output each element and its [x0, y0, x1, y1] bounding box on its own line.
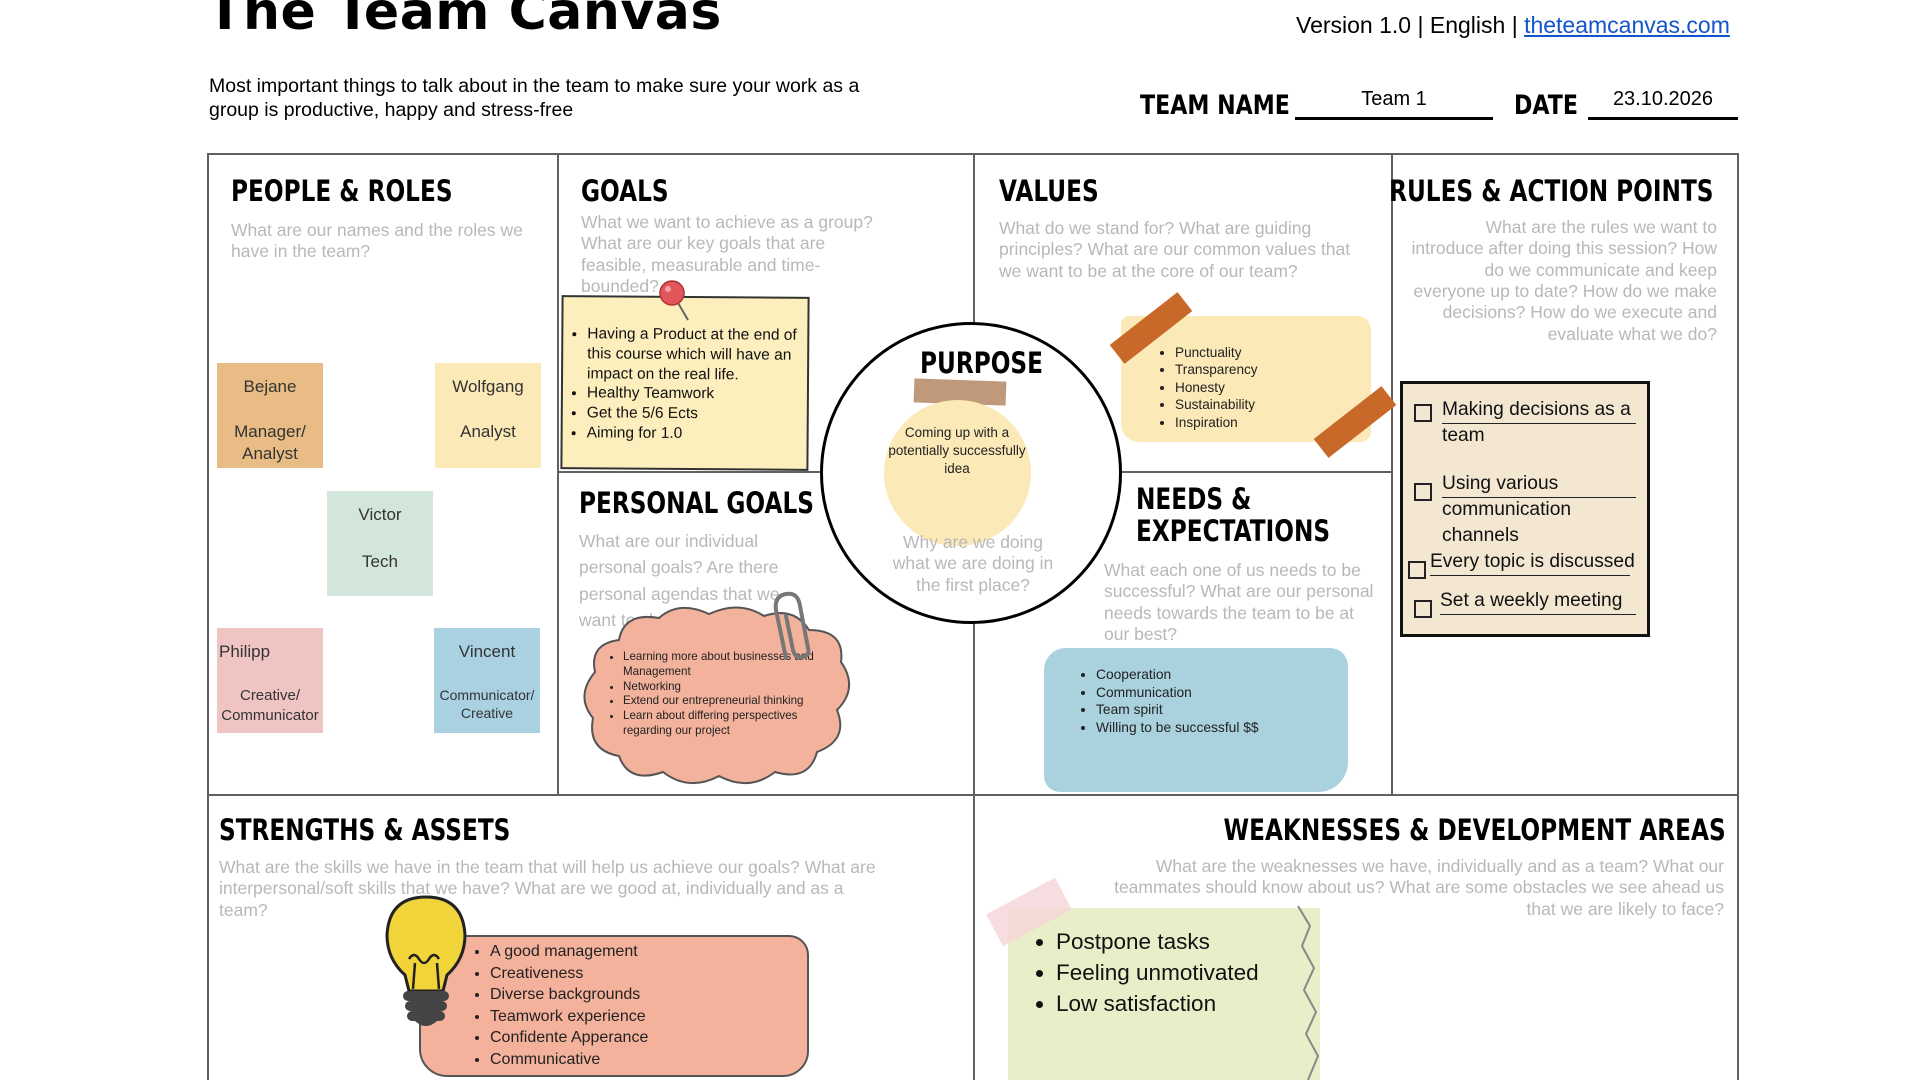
underline-divider [1440, 614, 1636, 615]
lightbulb-icon [385, 895, 467, 1026]
needs-title-line1: NEEDS & [1136, 482, 1252, 516]
underline-divider [1442, 423, 1636, 424]
page-subtitle: Most important things to talk about in t… [209, 75, 860, 122]
person-name: Wolfgang [452, 377, 524, 396]
personal-goal-item: Extend our entrepreneurial thinking [623, 694, 819, 709]
strength-item: A good management [490, 941, 648, 963]
checkbox-icon[interactable] [1414, 404, 1432, 422]
weakness-item: Feeling unmotivated [1056, 957, 1259, 988]
needs-prompt: What each one of us needs to be successf… [1104, 560, 1374, 645]
goal-item: Having a Product at the end of this cour… [587, 324, 801, 385]
person-name: Bejane [243, 377, 297, 396]
strength-item: Teamwork experience [490, 1006, 648, 1028]
weaknesses-note[interactable] [1008, 908, 1320, 1080]
strength-item: Diverse backgrounds [490, 984, 648, 1006]
paperclip-icon [773, 591, 811, 660]
weaknesses-section [973, 794, 1739, 1080]
weakness-item: Postpone tasks [1056, 926, 1259, 957]
date-label: DATE [1514, 90, 1579, 121]
sticky-note-wolfgang[interactable]: Wolfgang Analyst [435, 363, 541, 468]
need-item: Team spirit [1096, 701, 1348, 719]
value-item: Transparency [1175, 361, 1371, 378]
person-name: Philipp [219, 642, 271, 661]
separator: | [1511, 12, 1518, 38]
sticky-note-bejane[interactable]: Bejane Manager/ Analyst [217, 363, 323, 468]
person-role: Manager/ Analyst [234, 422, 306, 464]
strengths-prompt: What are the skills we have in the team … [219, 857, 876, 920]
goals-title: GOALS [581, 174, 669, 208]
need-item: Cooperation [1096, 666, 1348, 684]
personal-goal-item: Networking [623, 680, 819, 695]
date-field[interactable]: 23.10.2026 [1588, 88, 1738, 120]
goal-item: Get the 5/6 Ects [587, 404, 801, 425]
strength-item: Communicative [490, 1049, 648, 1071]
value-item: Punctuality [1175, 344, 1371, 361]
language-label[interactable]: English [1429, 12, 1506, 38]
value-item: Sustainability [1175, 396, 1371, 413]
person-role: Creative/ Communicator [221, 687, 319, 724]
value-item: Inspiration [1175, 414, 1371, 431]
strengths-list: A good management Creativeness Diverse b… [472, 941, 648, 1071]
underline-divider [1430, 575, 1630, 576]
person-role: Analyst [460, 422, 516, 441]
person-name: Victor [358, 505, 402, 524]
sticky-note-vincent[interactable]: Vincent Communicator/ Creative [434, 628, 540, 733]
torn-edge-decoration [1297, 906, 1320, 1080]
checkbox-icon[interactable] [1414, 483, 1432, 501]
sticky-note-victor[interactable]: Victor Tech [327, 491, 433, 596]
website-link[interactable]: theteamcanvas.com [1524, 12, 1730, 38]
needs-list: Cooperation Communication Team spirit Wi… [1044, 648, 1348, 737]
people-roles-title: PEOPLE & ROLES [231, 174, 453, 208]
strength-item: Creativeness [490, 963, 648, 985]
rule-item: Set a weekly meeting [1440, 590, 1623, 611]
sticky-note-philipp[interactable]: Philipp Creative/ Communicator [217, 628, 323, 733]
values-note[interactable]: Punctuality Transparency Honesty Sustain… [1121, 316, 1371, 442]
needs-title-line2: EXPECTATIONS [1136, 514, 1331, 548]
need-item: Communication [1096, 684, 1348, 702]
values-prompt: What do we stand for? What are guiding p… [999, 218, 1351, 281]
values-title: VALUES [999, 174, 1099, 208]
purpose-inner-circle [884, 400, 1031, 546]
version-line: Version 1.0 | English | theteamcanvas.co… [1296, 12, 1730, 39]
personal-goals-list: Learning more about businesses and Manag… [607, 650, 819, 739]
personal-goal-item: Learning more about businesses and Manag… [623, 650, 819, 680]
person-role: Communicator/ Creative [439, 687, 535, 722]
checkbox-icon[interactable] [1408, 561, 1426, 579]
people-roles-prompt: What are our names and the roles we have… [231, 220, 523, 262]
values-list: Punctuality Transparency Honesty Sustain… [1121, 316, 1371, 431]
team-name-label: TEAM NAME [1140, 90, 1290, 121]
person-name: Vincent [458, 642, 516, 661]
needs-note[interactable]: Cooperation Communication Team spirit Wi… [1044, 648, 1348, 792]
page-title: The Team Canvas [207, 0, 722, 42]
strengths-note[interactable] [419, 935, 809, 1077]
need-item: Willing to be successful $$ [1096, 719, 1348, 737]
strength-item: Confidente Apperance [490, 1027, 648, 1049]
value-item: Honesty [1175, 379, 1371, 396]
weaknesses-title: WEAKNESSES & DEVELOPMENT AREAS [1223, 813, 1726, 847]
purpose-prompt: Why are we doing what we are doing in th… [892, 532, 1054, 595]
rules-title: RULES & ACTION POINTS [1388, 174, 1713, 208]
goal-item: Healthy Teamwork [587, 384, 801, 405]
checkbox-icon[interactable] [1414, 600, 1432, 618]
pushpin-icon [659, 280, 689, 321]
underline-divider [1442, 497, 1636, 498]
goal-item: Aiming for 1.0 [587, 423, 801, 444]
rule-item: Every topic is discussed [1430, 551, 1635, 572]
rule-item: Making decisions as a team [1442, 399, 1631, 446]
rule-item: Using various communication channels [1442, 473, 1572, 546]
person-role: Tech [362, 552, 398, 571]
separator: | [1417, 12, 1424, 38]
weakness-item: Low satisfaction [1056, 988, 1259, 1019]
version-label: Version 1.0 [1296, 12, 1412, 38]
team-name-field[interactable]: Team 1 [1295, 88, 1493, 120]
strengths-title: STRENGTHS & ASSETS [219, 813, 511, 847]
purpose-title: PURPOSE [920, 346, 1043, 380]
purpose-statement: Coming up with a potentially successfull… [888, 425, 1026, 476]
personal-goal-item: Learn about differing perspectives regar… [623, 709, 819, 739]
personal-goals-title: PERSONAL GOALS [579, 486, 814, 520]
goals-prompt: What we want to achieve as a group? What… [581, 212, 873, 297]
weaknesses-list: Postpone tasks Feeling unmotivated Low s… [1034, 926, 1259, 1019]
weaknesses-prompt: What are the weaknesses we have, individ… [1114, 856, 1724, 919]
rules-prompt: What are the rules we want to introduce … [1411, 217, 1717, 344]
